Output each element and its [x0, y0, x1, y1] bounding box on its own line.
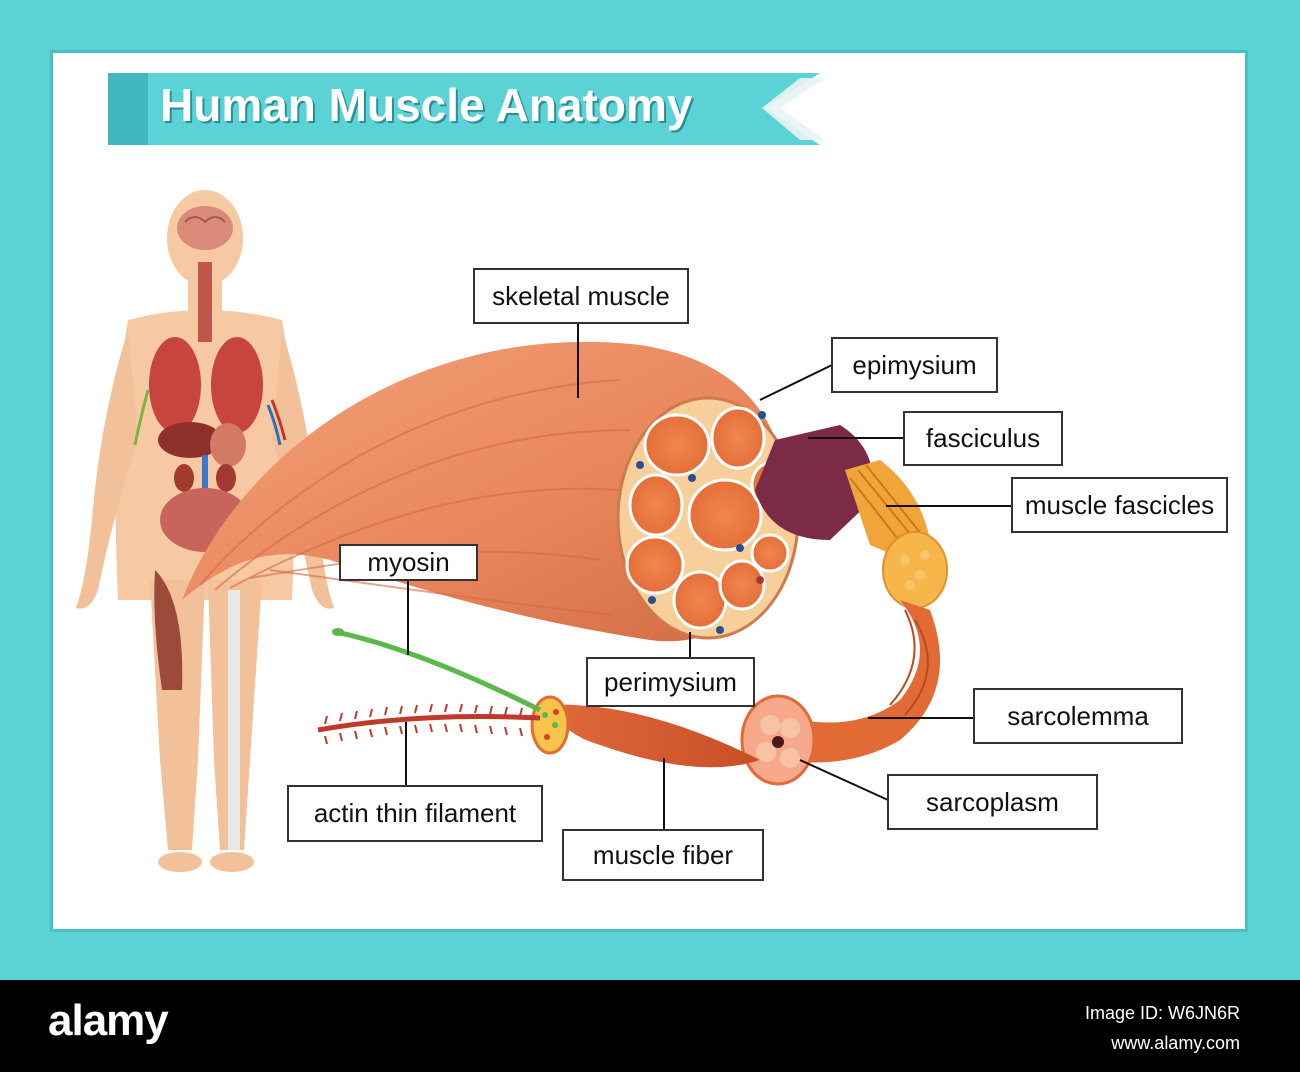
muscle-fiber-illustration: [530, 695, 760, 768]
myosin-head: [332, 628, 344, 636]
myosin-filament: [335, 629, 542, 713]
page-title: Human Muscle Anatomy: [160, 79, 693, 131]
label-perimysium: perimysium: [586, 657, 755, 707]
label-actin-thin-filament: actin thin filament: [287, 785, 543, 842]
fasciculus-illustration: [755, 425, 948, 609]
footer-image-id: Image ID: W6JN6R: [1084, 1003, 1240, 1023]
actin-filament: [317, 703, 541, 745]
label-muscle-fiber: muscle fiber: [562, 829, 764, 881]
watermark-footer: [0, 980, 1300, 1072]
human-body-illustration: [76, 190, 334, 872]
sarcolemma-illustration: [740, 600, 940, 786]
leader-epimysium: [759, 364, 833, 401]
title-banner: [108, 73, 825, 145]
footer-url: www.alamy.com: [1111, 1033, 1240, 1053]
label-fasciculus: fasciculus: [903, 411, 1063, 466]
label-myosin: myosin: [339, 544, 478, 581]
skeletal-muscle-illustration: [182, 341, 800, 642]
label-sarcolemma: sarcolemma: [973, 688, 1183, 744]
label-sarcoplasm: sarcoplasm: [887, 774, 1098, 830]
footer-brand: alamy: [48, 996, 169, 1045]
leader-sarcoplasm: [799, 759, 889, 801]
muscle-diagram: [76, 73, 1012, 872]
leader-lines: [405, 322, 1012, 830]
label-muscle-fascicles: muscle fascicles: [1011, 477, 1228, 533]
label-epimysium: epimysium: [831, 337, 998, 393]
label-skeletal-muscle: skeletal muscle: [473, 268, 689, 324]
